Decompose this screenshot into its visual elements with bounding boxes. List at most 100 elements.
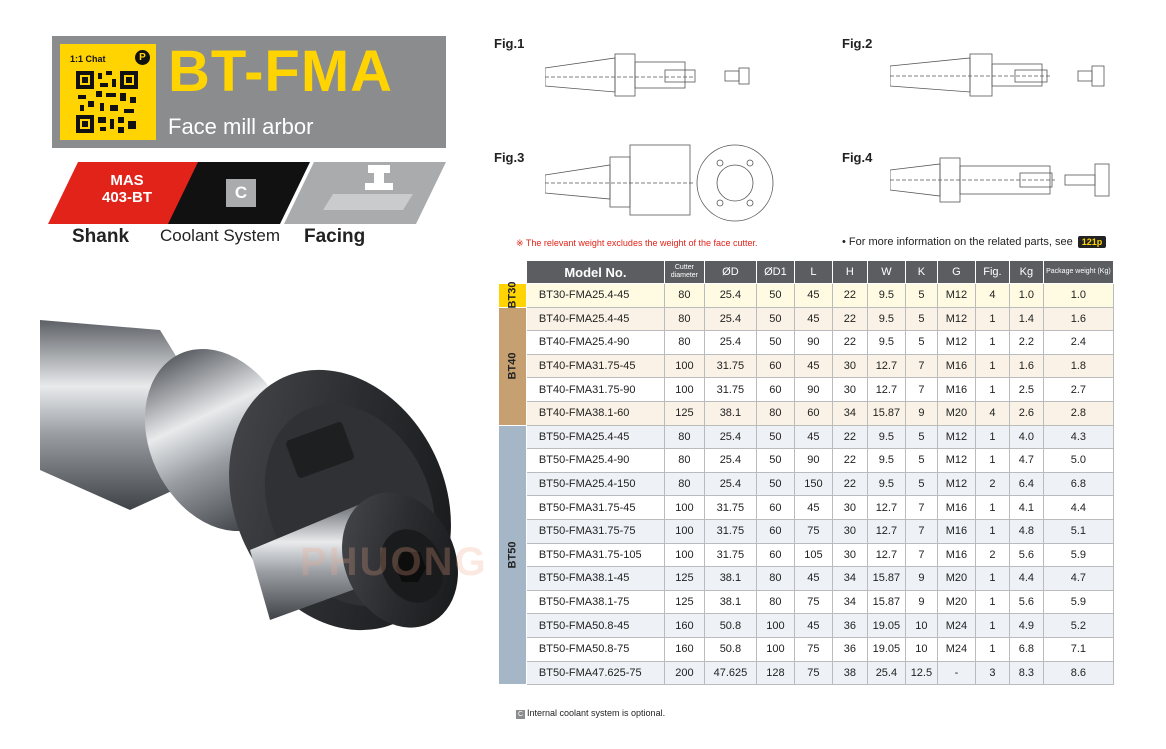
table-cell: 90	[793, 377, 833, 402]
model-cell: BT50-FMA50.8-45	[525, 613, 665, 638]
col-cutter-diameter: Cutter diameter	[663, 260, 705, 284]
table-cell: 12.7	[866, 542, 906, 568]
col-h: H	[831, 260, 868, 284]
table-cell: 9.5	[866, 424, 906, 450]
table-cell: 38.1	[703, 589, 757, 615]
table-cell: 1.0	[1042, 283, 1114, 308]
table-cell: 100	[663, 518, 705, 544]
page-ref-link[interactable]: 121p	[1077, 236, 1107, 248]
table-cell: M20	[936, 589, 976, 615]
table-cell: 9.5	[866, 448, 906, 473]
weight-note: ※ The relevant weight excludes the weigh…	[516, 238, 758, 248]
table-cell: 38.1	[703, 400, 757, 426]
table-cell: 22	[831, 471, 868, 497]
table-cell: 1	[974, 448, 1010, 473]
model-cell: BT40-FMA25.4-45	[525, 306, 665, 332]
table-cell: M12	[936, 424, 976, 450]
table-cell: 25.4	[866, 660, 906, 686]
model-cell: BT50-FMA25.4-45	[525, 424, 665, 450]
table-cell: 9.5	[866, 283, 906, 308]
table-cell: 80	[755, 400, 795, 426]
table-cell: 12.7	[866, 518, 906, 544]
table-header-row: Model No. Cutter diameter ØD ØD1 L H W K…	[498, 260, 1114, 284]
table-cell: 36	[831, 636, 868, 662]
table-cell: 60	[755, 495, 795, 520]
model-cell: BT30-FMA25.4-45	[525, 283, 665, 308]
table-cell: 160	[663, 636, 705, 662]
table-cell: 31.75	[703, 495, 757, 520]
table-cell: 12.7	[866, 495, 906, 520]
table-cell: 4.7	[1042, 566, 1114, 591]
model-cell: BT40-FMA31.75-45	[525, 353, 665, 379]
table-cell: 80	[663, 330, 705, 355]
table-cell: 80	[663, 283, 705, 308]
table-cell: 9	[904, 566, 938, 591]
table-cell: 19.05	[866, 636, 906, 662]
table-cell: 22	[831, 448, 868, 473]
col-l: L	[793, 260, 833, 284]
table-cell: 75	[793, 660, 833, 686]
table-cell: 90	[793, 330, 833, 355]
table-cell: 5.2	[1042, 613, 1114, 638]
table-cell: 60	[755, 353, 795, 379]
table-cell: M12	[936, 283, 976, 308]
table-cell: M16	[936, 542, 976, 568]
table-cell: 50.8	[703, 613, 757, 638]
table-cell: 22	[831, 306, 868, 332]
model-cell: BT40-FMA25.4-90	[525, 330, 665, 355]
table-cell: 45	[793, 306, 833, 332]
table-cell: 7	[904, 495, 938, 520]
table-cell: 100	[663, 542, 705, 568]
table-cell: 5	[904, 448, 938, 473]
table-cell: 3	[974, 660, 1010, 686]
table-cell: 4.1	[1008, 495, 1044, 520]
table-cell: 25.4	[703, 448, 757, 473]
table-cell: 60	[755, 377, 795, 402]
table-cell: 1	[974, 613, 1010, 638]
table-cell: 9.5	[866, 306, 906, 332]
table-cell: 200	[663, 660, 705, 686]
table-cell: 7	[904, 542, 938, 568]
table-cell: M20	[936, 566, 976, 591]
table-cell: 6.4	[1008, 471, 1044, 497]
model-cell: BT50-FMA47.625-75	[525, 660, 665, 686]
qr-chat-box[interactable]: 1:1 Chat P	[60, 44, 156, 140]
table-cell: 12.7	[866, 353, 906, 379]
table-cell: 4	[974, 283, 1010, 308]
table-cell: -	[936, 660, 976, 686]
table-cell: 4.8	[1008, 518, 1044, 544]
table-cell: M12	[936, 306, 976, 332]
table-cell: 100	[755, 636, 795, 662]
table-cell: 1	[974, 589, 1010, 615]
table-cell: 19.05	[866, 613, 906, 638]
table-cell: 5.6	[1008, 589, 1044, 615]
table-cell: 80	[755, 589, 795, 615]
table-cell: 12.7	[866, 377, 906, 402]
table-cell: 25.4	[703, 283, 757, 308]
table-cell: 5	[904, 283, 938, 308]
table-cell: M16	[936, 495, 976, 520]
table-cell: 100	[663, 377, 705, 402]
col-od: ØD	[703, 260, 757, 284]
table-cell: 60	[755, 542, 795, 568]
table-cell: 1.0	[1008, 283, 1044, 308]
table-cell: 60	[793, 400, 833, 426]
table-cell: 1	[974, 306, 1010, 332]
table-cell: 25.4	[703, 424, 757, 450]
table-cell: 50	[755, 471, 795, 497]
table-cell: 5	[904, 306, 938, 332]
table-cell: 47.625	[703, 660, 757, 686]
group-header	[498, 260, 527, 284]
product-photo	[40, 320, 458, 631]
table-cell: 22	[831, 283, 868, 308]
col-g: G	[936, 260, 976, 284]
table-cell: M12	[936, 471, 976, 497]
table-cell: M16	[936, 353, 976, 379]
